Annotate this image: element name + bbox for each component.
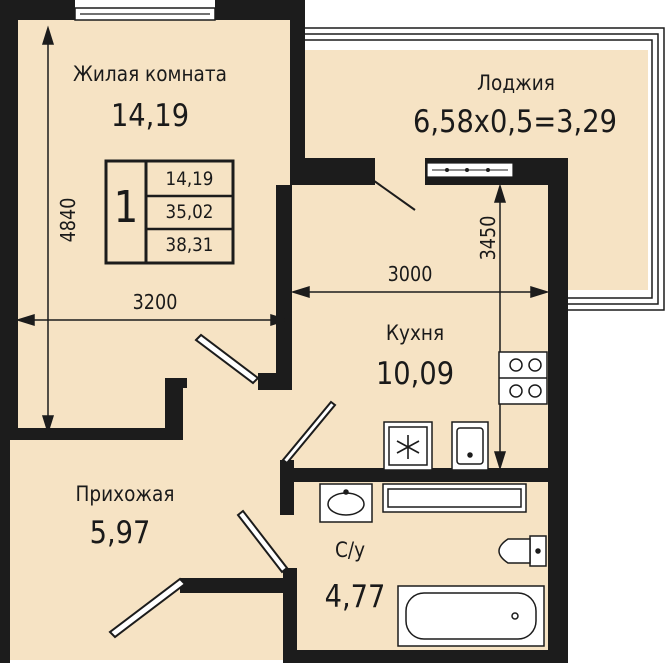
wall-hall-bath-lower xyxy=(283,568,297,663)
window-living xyxy=(74,7,216,21)
dimension-lines xyxy=(15,25,550,471)
summary-total-with-loggia: 38,31 xyxy=(165,234,214,256)
living-room-name: Жилая комната xyxy=(73,62,227,86)
wall-living-hallway xyxy=(0,428,180,440)
dim-living-width: 3200 xyxy=(132,290,178,314)
bathroom-area: 4,77 xyxy=(324,579,386,615)
wall-stub-hallway xyxy=(165,378,183,440)
living-room-area: 14,19 xyxy=(110,98,190,134)
toilet xyxy=(498,535,547,567)
kitchen-name: Кухня xyxy=(385,321,445,345)
loggia-name: Лоджия xyxy=(477,71,555,95)
kitchen-door xyxy=(281,400,337,465)
summary-total-area: 35,02 xyxy=(165,201,214,223)
window-kitchen xyxy=(425,158,515,185)
stove xyxy=(498,351,548,405)
wall-living-kitchen-upper xyxy=(290,0,305,160)
dim-living-height: 4840 xyxy=(56,197,80,243)
dim-line-living-width xyxy=(15,313,290,327)
wall-bottom-left xyxy=(180,578,285,593)
loggia-area: 6,58х0,5=3,29 xyxy=(413,104,617,140)
living-door xyxy=(194,333,260,385)
entrance-door xyxy=(108,577,187,639)
rooms-count: 1 xyxy=(113,182,139,233)
wall-top-left xyxy=(0,0,75,20)
bathtub xyxy=(397,585,545,647)
wall-top-right xyxy=(215,0,305,20)
dim-kitchen-width: 3000 xyxy=(387,262,433,286)
wall-kitchen-bath xyxy=(290,468,548,482)
dim-line-living-height xyxy=(41,25,55,435)
wall-kitchen-top-left xyxy=(290,158,375,185)
kitchen-area: 10,09 xyxy=(375,356,455,392)
loggia-door xyxy=(369,177,416,211)
wall-stub-hallway-cap xyxy=(165,378,187,388)
washbasin xyxy=(319,483,373,523)
bathroom-name: С/у xyxy=(334,538,366,562)
fridge xyxy=(383,421,433,471)
wall-left xyxy=(0,0,18,438)
wall-kitchen-right xyxy=(548,158,568,663)
wall-stub-living xyxy=(258,373,292,390)
hallway-area: 5,97 xyxy=(89,515,151,551)
wall-kitchen-top-right xyxy=(515,158,548,185)
dim-kitchen-height: 3450 xyxy=(476,215,500,261)
dim-line-kitchen-width xyxy=(290,285,550,299)
dim-line-kitchen-height xyxy=(493,183,507,471)
bath-door xyxy=(236,509,289,574)
wall-hall-bath-upper xyxy=(280,460,294,515)
wall-bottom xyxy=(283,650,568,663)
kitchen-sink xyxy=(451,421,489,471)
loggia-outline xyxy=(305,27,665,311)
summary-living-area: 14,19 xyxy=(165,168,214,190)
walls xyxy=(0,0,568,663)
wall-living-kitchen-lower xyxy=(276,185,292,390)
hallway-name: Прихожая xyxy=(75,482,175,506)
summary-box xyxy=(104,159,235,265)
doors xyxy=(108,177,416,639)
counter xyxy=(382,483,527,513)
wall-left-bottom xyxy=(0,440,10,663)
